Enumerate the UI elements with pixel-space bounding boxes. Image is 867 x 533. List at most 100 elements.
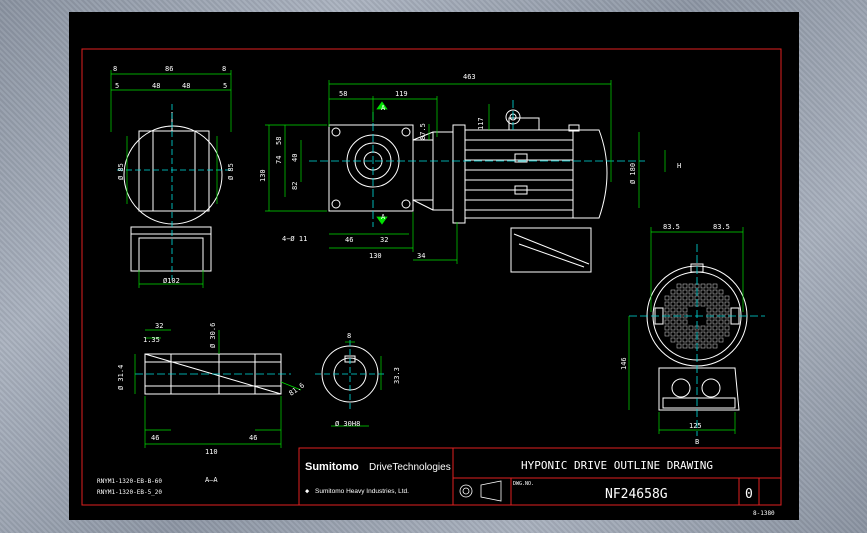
grille-cell xyxy=(682,295,688,301)
grille-cell xyxy=(682,337,688,343)
dim-dia-31-4: Ø 31.4 xyxy=(117,365,125,390)
grille-cell xyxy=(670,295,676,301)
dim-46c: 46 xyxy=(249,434,257,442)
dim-83-5b: 83.5 xyxy=(713,223,730,231)
dim-dia-30h8: Ø 30H8 xyxy=(335,420,360,428)
grille-cell xyxy=(682,301,688,307)
grille-cell xyxy=(676,319,682,325)
grille-cell xyxy=(676,337,682,343)
dim-58: 58 xyxy=(339,90,347,98)
motor-ref-1: RNYM1-1320-EB-B-60 xyxy=(97,478,162,485)
grille-cell xyxy=(712,283,718,289)
grille-cell xyxy=(700,301,706,307)
grille-cell xyxy=(688,337,694,343)
grille-cell xyxy=(682,283,688,289)
keyway-centerlines xyxy=(315,340,387,410)
grille-cell xyxy=(688,343,694,349)
dim-dia-30-6: Ø 30.6 xyxy=(209,323,217,348)
dim-40: 40 xyxy=(291,154,299,162)
dim-110: 110 xyxy=(205,448,218,456)
dim-34: 34 xyxy=(417,252,425,260)
dim-8b: 8 xyxy=(113,65,117,73)
dim-83-5a: 83.5 xyxy=(663,223,680,231)
grille-cell xyxy=(712,301,718,307)
grille-cell xyxy=(670,325,676,331)
dim-5b: 5 xyxy=(223,82,227,90)
grille-cell xyxy=(724,307,730,313)
grille-cell xyxy=(718,289,724,295)
grille-cell xyxy=(706,325,712,331)
side-view-gearbox xyxy=(328,124,454,212)
grille-cell xyxy=(676,331,682,337)
drawing-number: NF24658G xyxy=(605,487,668,502)
grille-cell xyxy=(682,343,688,349)
shaft-dimensions xyxy=(134,329,302,448)
company-name: Sumitomo xyxy=(305,461,359,473)
dim-81-6: 81.6 xyxy=(288,381,306,397)
grille-cell xyxy=(664,319,670,325)
dim-32: 32 xyxy=(380,236,388,244)
view-label-a-a: A—A xyxy=(205,476,218,484)
dim-125: 125 xyxy=(689,422,702,430)
side-view-labels: 463 58 119 A 87.5 117 130 74 58 40 82 4−… xyxy=(259,73,681,260)
grille-cell xyxy=(664,307,670,313)
dim-74: 74 xyxy=(275,156,283,164)
grille-cell xyxy=(706,301,712,307)
dim-1-35: 1.35 xyxy=(143,336,160,344)
motor-end-labels: 83.5 83.5 146 125 B xyxy=(620,223,730,446)
keyway-dimensions xyxy=(331,341,382,427)
dim-46b: 46 xyxy=(151,434,159,442)
side-view-motor xyxy=(452,109,608,273)
grille-cell xyxy=(718,337,724,343)
section-a-bottom: A xyxy=(381,213,386,221)
grille-cell xyxy=(682,307,688,313)
end-view xyxy=(123,112,223,272)
dim-130b: 130 xyxy=(369,252,382,260)
grille-cell xyxy=(712,295,718,301)
grille-cell xyxy=(676,295,682,301)
dim-87-5: 87.5 xyxy=(419,123,427,140)
grille-cell xyxy=(688,325,694,331)
dim-58b: 58 xyxy=(275,137,283,145)
grille-cell xyxy=(664,325,670,331)
grille-cell xyxy=(676,283,682,289)
dim-130: 130 xyxy=(259,169,267,182)
projection-symbol xyxy=(459,480,502,502)
dim-dia-85b: Ø 85 xyxy=(227,163,235,180)
grille-cell xyxy=(718,319,724,325)
dim-82: 82 xyxy=(291,182,299,190)
grille-cell xyxy=(676,307,682,313)
grille-cell xyxy=(700,343,706,349)
title-block-text: Sumitomo DriveTechnologies Sumitomo Heav… xyxy=(305,459,775,517)
grille-cell xyxy=(682,325,688,331)
side-view-dimensions xyxy=(265,80,666,264)
grille-cell xyxy=(706,307,712,313)
dim-32b: 32 xyxy=(155,322,163,330)
grille-cell xyxy=(724,319,730,325)
dim-146: 146 xyxy=(620,357,628,370)
grille-cell xyxy=(724,325,730,331)
grille-cell xyxy=(664,301,670,307)
dim-dia-180: Ø 180 xyxy=(629,163,637,184)
grille-cell xyxy=(682,289,688,295)
dim-33-3: 33.3 xyxy=(393,367,401,384)
grille-cell xyxy=(718,307,724,313)
grille-cell xyxy=(712,325,718,331)
grille-cell xyxy=(676,289,682,295)
grille-cell xyxy=(706,331,712,337)
grille-cell xyxy=(712,343,718,349)
grille-cell xyxy=(724,331,730,337)
cad-drawing: 8 86 8 5 48 48 5 Ø 85 Ø 85 Ø102 xyxy=(81,48,782,517)
grille-cell xyxy=(688,283,694,289)
grille-cell xyxy=(706,319,712,325)
grille-cell xyxy=(676,343,682,349)
motor-ref-2: RNYM1-1320-EB-5_20 xyxy=(97,489,162,496)
grille-cell xyxy=(700,325,706,331)
dim-119: 119 xyxy=(395,90,408,98)
grille-cell xyxy=(682,319,688,325)
grille-cell xyxy=(676,301,682,307)
grille-cell xyxy=(712,337,718,343)
grille-cell xyxy=(664,295,670,301)
grille-cell xyxy=(688,301,694,307)
grille-cell xyxy=(670,307,676,313)
